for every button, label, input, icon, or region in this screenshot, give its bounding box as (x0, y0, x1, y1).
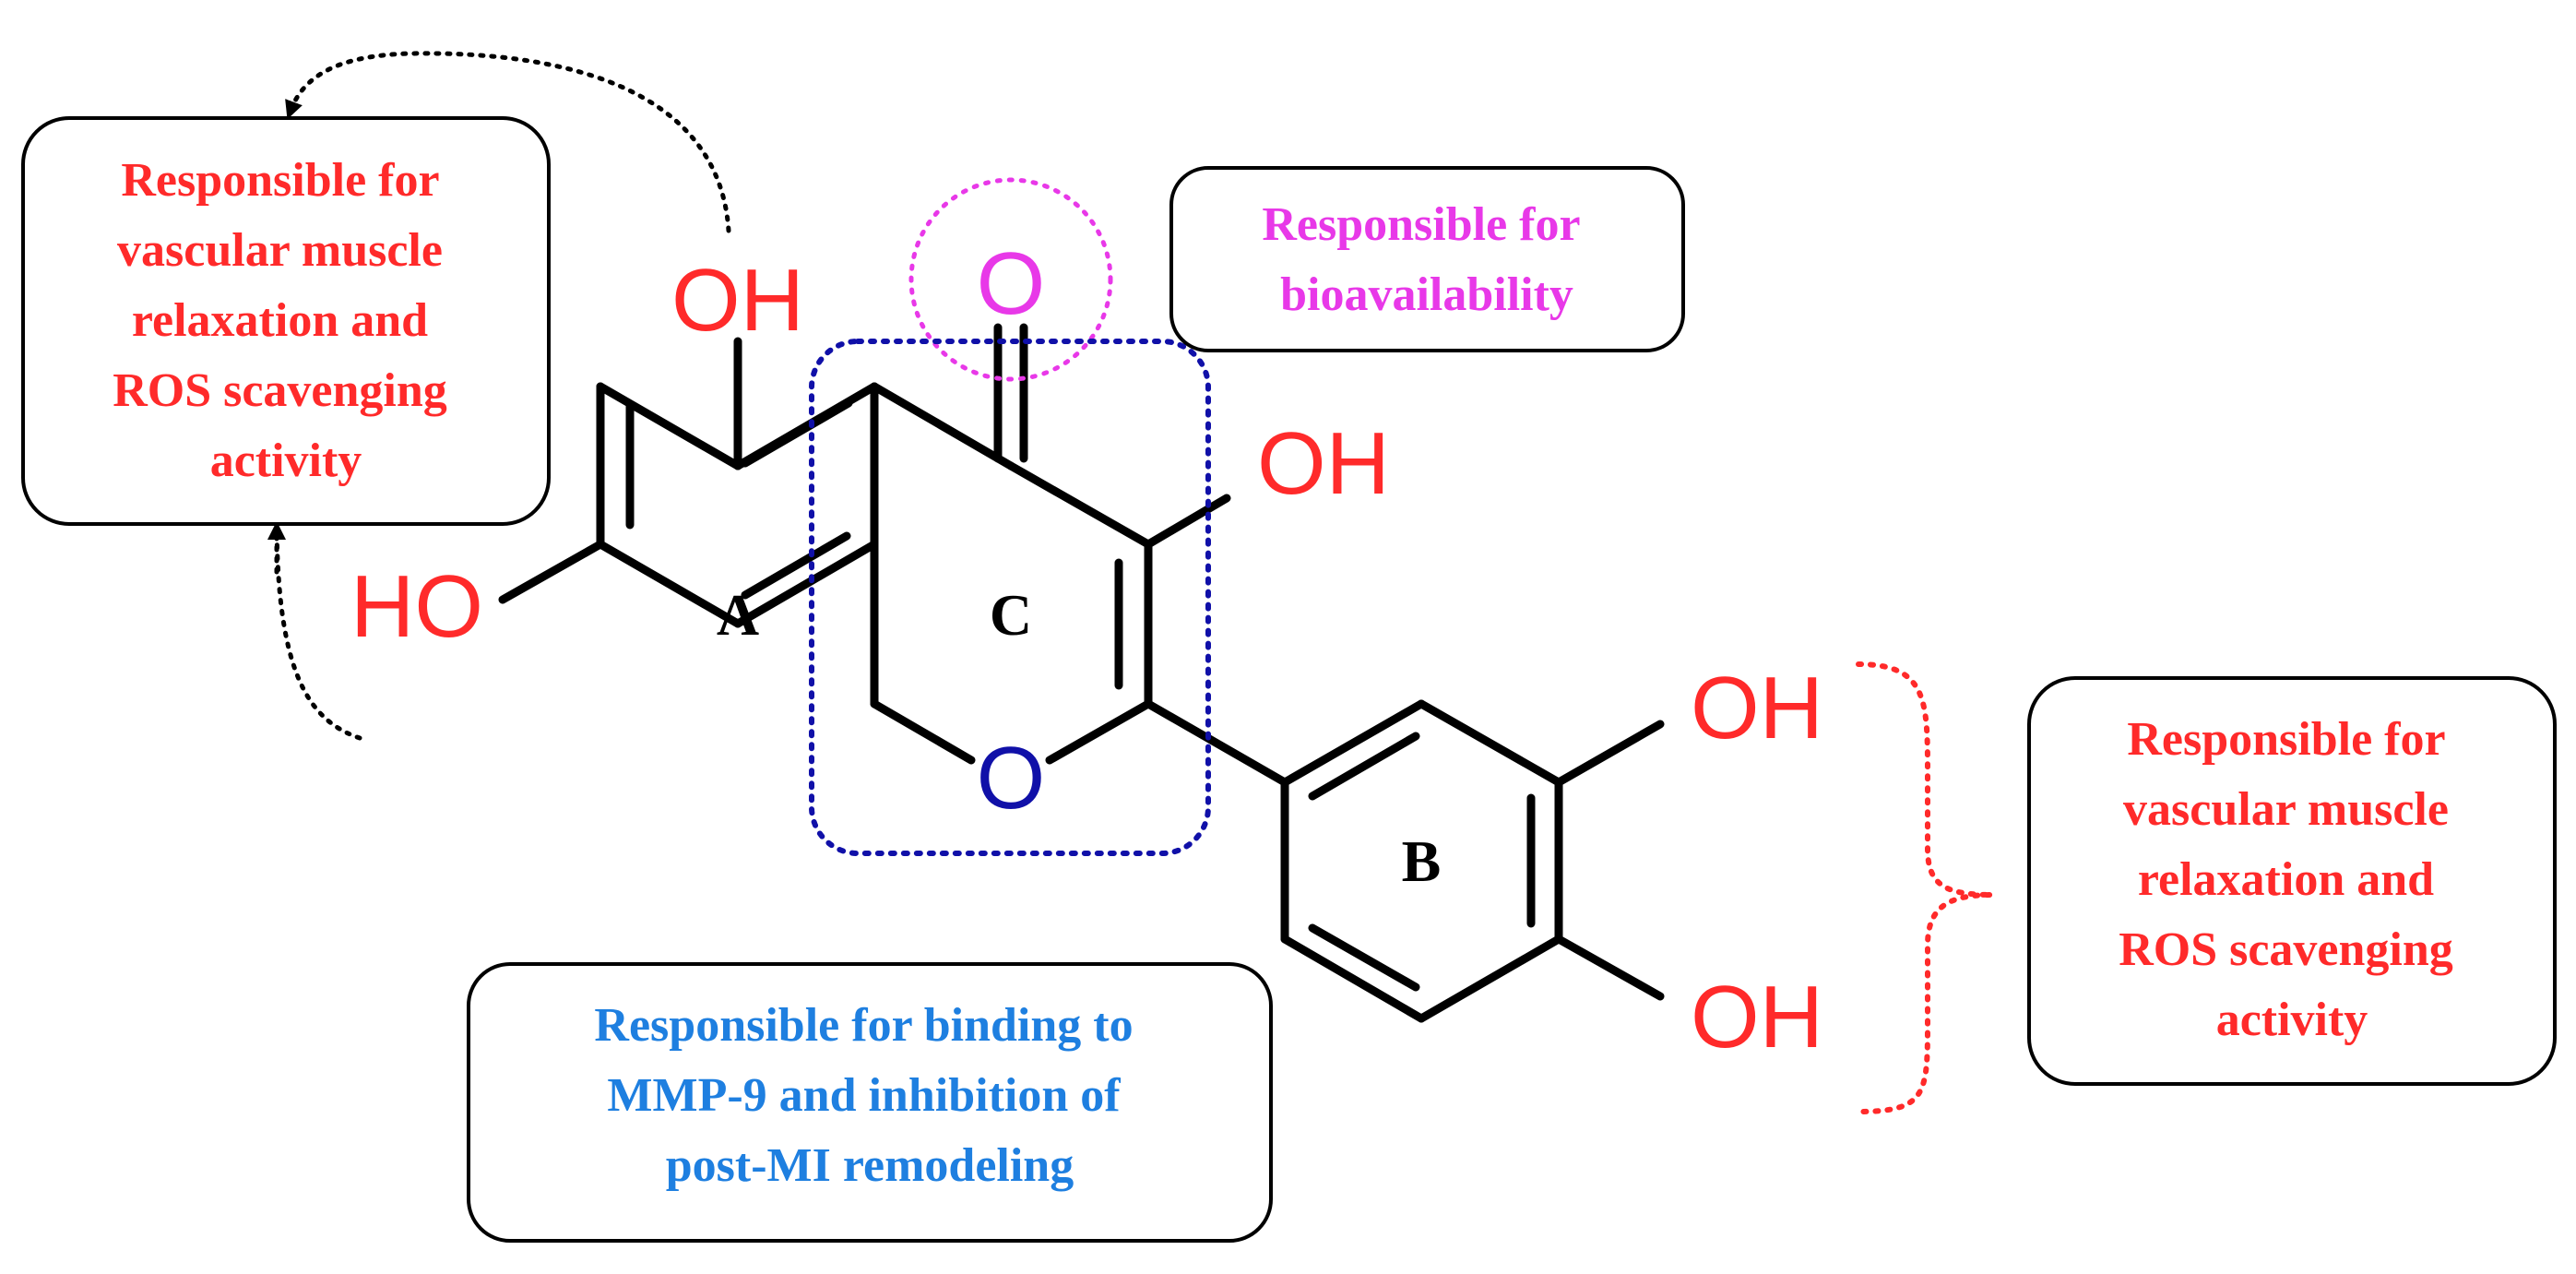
box-top-left-line-1: Responsible for (121, 154, 438, 207)
bond-oh7 (498, 540, 605, 604)
box-bottom-middle-line-3: post-MI remodeling (666, 1139, 1074, 1192)
box-bottom-middle-frame (467, 962, 1273, 1243)
svg-text:Responsible for binding to: Responsible for binding to MMP-9 and inh… (594, 999, 1145, 1192)
bond-oh3 (1144, 494, 1231, 549)
molecule-bonds (498, 323, 1665, 1023)
box-top-left-line-3: relaxation and (132, 294, 428, 347)
svg-text:Responsible for vascular: Responsible for vascular muscle relaxati… (113, 154, 459, 487)
box-right-line-4: ROS scavenging (2119, 923, 2453, 976)
bond-oh3prime (1554, 720, 1665, 787)
box-bottom-middle-line-1: Responsible for binding to (594, 999, 1133, 1052)
box-right-line-1: Responsible for (2127, 713, 2444, 766)
bond-a3 (596, 540, 742, 628)
atom-oh-3: OH (1257, 414, 1390, 513)
box-right-line-3: relaxation and (2138, 853, 2434, 906)
bond-b5 (1280, 935, 1426, 1023)
box-right-line-5: activity (2216, 994, 2368, 1046)
bond-c2 (1006, 461, 1153, 549)
box-top-left-line-2: vascular muscle (117, 224, 443, 277)
svg-text:Responsible for vascular: Responsible for vascular muscle relaxati… (2119, 713, 2465, 1046)
box-top-left-line-4: ROS scavenging (113, 364, 447, 417)
box-bottom-middle: Responsible for binding to MMP-9 and inh… (467, 962, 1273, 1243)
box-top-middle: Responsible for bioavailability (1169, 166, 1685, 352)
svg-text:Responsible for bioavail: Responsible for bioavailability (1262, 198, 1591, 321)
atom-o-carbonyl: O (977, 234, 1046, 333)
arrow-oh5-to-box (285, 51, 731, 233)
box-right-line-2: vascular muscle (2123, 783, 2449, 836)
atom-o-ring: O (977, 729, 1046, 828)
box-top-left-frame (21, 116, 551, 526)
box-right-frame (2027, 676, 2557, 1086)
ring-label-b: B (1402, 828, 1442, 894)
bond-a1 (596, 382, 742, 470)
box-top-middle-frame (1169, 166, 1685, 352)
arrow-ho7-to-box (274, 516, 362, 741)
bond-b4 (1417, 935, 1563, 1023)
box-top-middle-line-2: bioavailability (1280, 268, 1573, 321)
bond-c2-ringb (1144, 699, 1289, 787)
box-top-left-line-5: activity (210, 435, 362, 487)
bond-b1 (1280, 699, 1426, 787)
bond-oh4prime (1554, 935, 1665, 1001)
bond-b2 (1417, 699, 1563, 787)
ring-label-a: A (717, 582, 759, 648)
box-right: Responsible for vascular muscle relaxati… (2027, 676, 2557, 1086)
bond-a6-inner (741, 399, 853, 468)
atom-oh-3prime: OH (1691, 659, 1823, 757)
ring-label-c: C (990, 582, 1032, 648)
ring-b-hydroxyl-brace (1856, 661, 1993, 1114)
bond-b1-inner (1308, 732, 1420, 801)
box-top-middle-line-1: Responsible for (1262, 198, 1579, 251)
bond-a4 (733, 540, 879, 628)
atom-ho-7: HO (350, 557, 483, 656)
atom-oh-5: OH (671, 251, 804, 350)
box-top-left: Responsible for vascular muscle relaxati… (21, 116, 551, 526)
bond-b5-inner (1308, 923, 1420, 992)
atom-oh-4prime: OH (1691, 968, 1823, 1066)
box-bottom-middle-line-2: MMP-9 and inhibition of (607, 1069, 1121, 1122)
ring-c-highlight-box (809, 339, 1211, 856)
bond-c4 (1045, 699, 1153, 765)
bond-c5 (870, 699, 976, 765)
bond-c1 (870, 382, 1015, 470)
bond-a4-inner (741, 531, 851, 600)
carbonyl-highlight-circle (908, 177, 1113, 382)
